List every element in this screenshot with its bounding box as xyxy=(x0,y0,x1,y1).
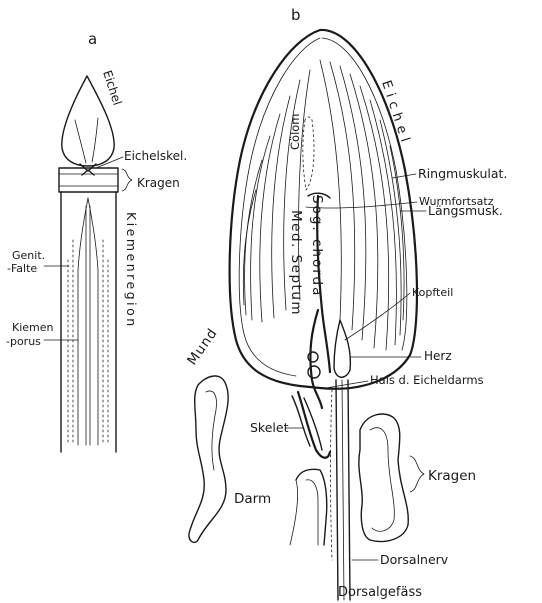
panel-b-label-kragen: Kragen xyxy=(428,468,476,484)
panel-a-label-genit: Genit. xyxy=(12,249,45,262)
panel-b-heart xyxy=(334,320,350,377)
panel-b-coelom xyxy=(303,117,314,190)
panel-a-label-eichel: Eichel xyxy=(100,69,124,107)
panel-b-label-darm: Darm xyxy=(234,491,271,507)
panel-b-label-sog-chorda: Sog. chorda xyxy=(309,195,325,297)
panel-b-label-colom: Cölom xyxy=(288,114,302,151)
panel-b-label-ringmuskulat: Ringmuskulat. xyxy=(418,166,507,181)
panel-b-label-herz: Herz xyxy=(424,349,452,363)
panel-b-label-skelet: Skelet xyxy=(250,420,289,435)
panel-b-dorsal-cord xyxy=(331,380,351,600)
panel-a-label-kiemenregion: Kiemenregion xyxy=(124,212,139,329)
panel-b-mouth-flap xyxy=(189,376,228,542)
panel-a-label-eichelskel: Eichelskel. xyxy=(124,149,187,163)
panel-a-label-kragen: Kragen xyxy=(137,176,180,190)
panel-a-trunk xyxy=(61,192,116,452)
panel-b-label-hals: Hals d. Eicheldarms xyxy=(370,373,484,387)
panel-b-label-dorsalgefaess: Dorsalgefäss xyxy=(338,585,422,600)
panel-b-label-dorsalnerv: Dorsalnerv xyxy=(380,552,449,567)
panel-b-skeleton xyxy=(292,392,330,458)
panel-b: b xyxy=(184,6,507,600)
panel-b-proboscis-neck xyxy=(308,310,322,408)
panel-a: a Eichel Eichelskel. xyxy=(6,30,187,452)
panel-b-collar xyxy=(359,414,408,541)
panel-a-label-kiemen: Kiemen xyxy=(12,321,54,334)
panel-b-label-mund: Mund xyxy=(184,325,221,368)
panel-b-label-eichel: Eichel xyxy=(378,79,414,149)
panel-a-collar xyxy=(59,168,118,192)
panel-b-letter: b xyxy=(291,6,301,24)
panel-b-label-kopfteil: Kopfteil xyxy=(412,286,453,299)
panel-b-label-laengsmusk: Längsmusk. xyxy=(428,203,503,218)
panel-a-label-falte: -Falte xyxy=(7,262,37,275)
panel-b-label-med-septum: Med. Septum xyxy=(288,210,304,316)
panel-a-label-porus: -porus xyxy=(6,335,41,348)
panel-a-letter: a xyxy=(88,30,97,48)
